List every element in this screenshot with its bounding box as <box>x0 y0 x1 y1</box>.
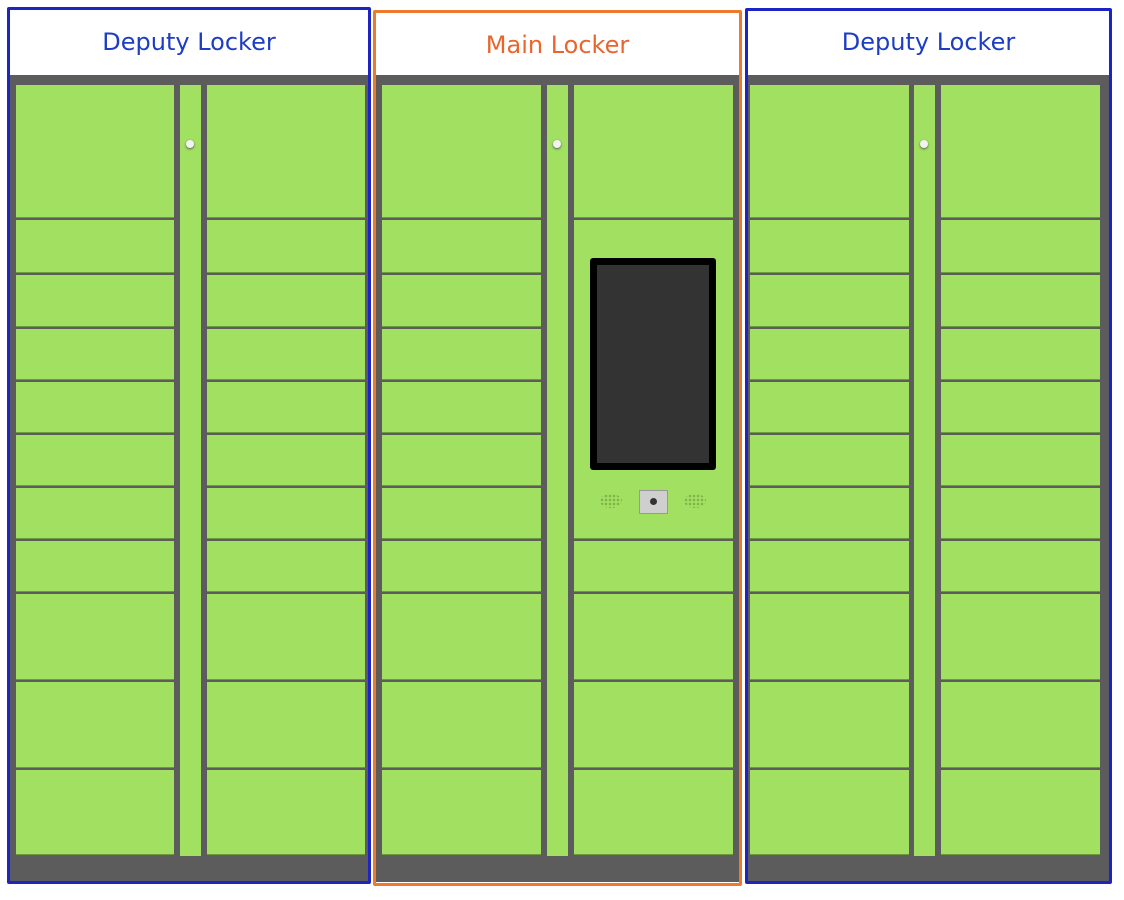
locker-door[interactable] <box>382 541 541 592</box>
locker-door[interactable] <box>941 488 1100 539</box>
locker-door[interactable] <box>207 275 365 327</box>
locker-door[interactable] <box>941 220 1100 273</box>
center-strip <box>547 85 568 856</box>
screen-display <box>597 265 709 463</box>
locker-door[interactable] <box>941 435 1100 486</box>
locker-door[interactable] <box>16 329 174 380</box>
locker-door[interactable] <box>382 488 541 539</box>
locker-door[interactable] <box>207 594 365 680</box>
locker-frame: Deputy Locker <box>7 7 371 884</box>
locker-door[interactable] <box>16 382 174 433</box>
locker-door[interactable] <box>750 682 909 768</box>
locker-door[interactable] <box>16 85 174 218</box>
locker-door[interactable] <box>750 275 909 327</box>
locker-door[interactable] <box>750 382 909 433</box>
locker-door[interactable] <box>207 329 365 380</box>
locker-door[interactable] <box>941 541 1100 592</box>
locker-door[interactable] <box>207 541 365 592</box>
locker-door[interactable] <box>941 275 1100 327</box>
locker-door[interactable] <box>750 435 909 486</box>
lock-icon <box>920 140 928 148</box>
locker-door[interactable] <box>574 541 733 592</box>
locker-door[interactable] <box>382 85 541 218</box>
locker-door[interactable] <box>207 770 365 855</box>
locker-door[interactable] <box>207 85 365 218</box>
center-strip <box>914 85 935 856</box>
locker-door[interactable] <box>574 682 733 768</box>
locker-door[interactable] <box>574 594 733 680</box>
lock-icon <box>186 140 194 148</box>
speaker-icon <box>600 494 622 508</box>
locker-label: Main Locker <box>485 31 630 59</box>
locker-door[interactable] <box>941 594 1100 680</box>
locker-door[interactable] <box>750 594 909 680</box>
locker-frame: Main Locker <box>373 10 742 886</box>
locker-door[interactable] <box>207 435 365 486</box>
center-strip <box>180 85 201 856</box>
locker-door[interactable] <box>382 435 541 486</box>
locker-door[interactable] <box>16 435 174 486</box>
locker-door[interactable] <box>16 682 174 768</box>
locker-door[interactable] <box>574 770 733 855</box>
locker-door[interactable] <box>382 594 541 680</box>
locker-door[interactable] <box>382 682 541 768</box>
locker-door[interactable] <box>574 85 733 218</box>
locker-door[interactable] <box>382 382 541 433</box>
locker-frame: Deputy Locker <box>745 8 1112 884</box>
locker-door[interactable] <box>750 541 909 592</box>
locker-door[interactable] <box>16 541 174 592</box>
camera-scanner-icon <box>639 490 668 514</box>
locker-door[interactable] <box>750 770 909 855</box>
locker-door[interactable] <box>750 329 909 380</box>
locker-door[interactable] <box>16 220 174 273</box>
touch-screen[interactable] <box>590 258 716 470</box>
locker-door[interactable] <box>16 275 174 327</box>
locker-door[interactable] <box>750 488 909 539</box>
locker-label: Deputy Locker <box>841 28 1016 56</box>
locker-door[interactable] <box>382 220 541 273</box>
locker-door[interactable] <box>382 275 541 327</box>
speaker-icon <box>684 494 706 508</box>
locker-door[interactable] <box>207 382 365 433</box>
locker-door[interactable] <box>750 85 909 218</box>
locker-door[interactable] <box>941 85 1100 218</box>
locker-door[interactable] <box>16 770 174 855</box>
locker-door[interactable] <box>941 382 1100 433</box>
locker-door[interactable] <box>207 220 365 273</box>
lock-icon <box>553 140 561 148</box>
locker-door[interactable] <box>382 329 541 380</box>
locker-door[interactable] <box>941 770 1100 855</box>
locker-door[interactable] <box>207 682 365 768</box>
locker-door[interactable] <box>750 220 909 273</box>
locker-door[interactable] <box>382 770 541 855</box>
locker-door[interactable] <box>16 594 174 680</box>
locker-door[interactable] <box>207 488 365 539</box>
locker-door[interactable] <box>941 329 1100 380</box>
locker-door[interactable] <box>941 682 1100 768</box>
locker-label: Deputy Locker <box>102 28 276 56</box>
locker-door[interactable] <box>16 488 174 539</box>
